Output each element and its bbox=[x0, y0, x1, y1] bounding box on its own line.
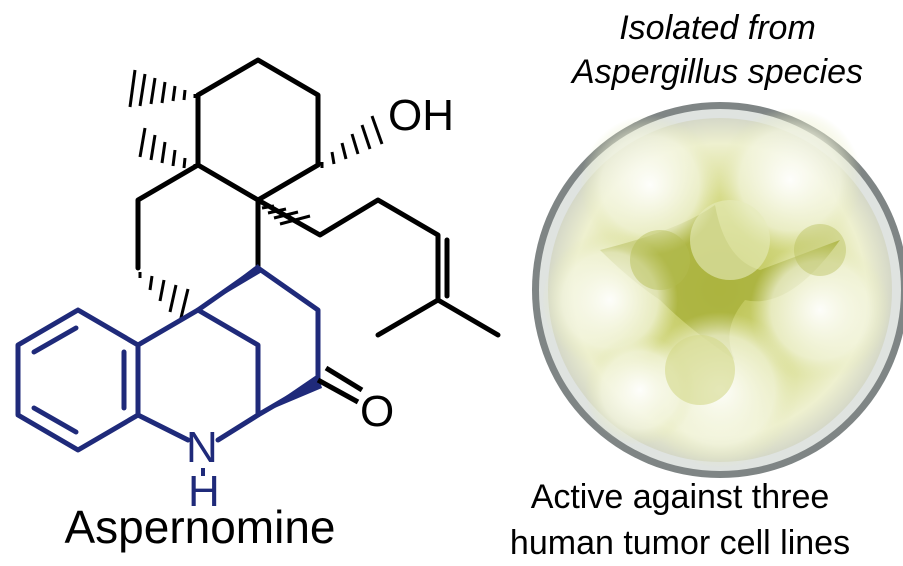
carbonyl-bond bbox=[316, 365, 364, 405]
solid-wedge-spiro bbox=[198, 264, 262, 310]
carbonyl-oxygen-label: O bbox=[360, 387, 394, 436]
source-caption: Isolated from Aspergillus species bbox=[520, 6, 903, 94]
hydroxyl-label: OH bbox=[388, 91, 454, 140]
source-line-2: Aspergillus species bbox=[571, 53, 864, 91]
hashed-wedges bbox=[128, 69, 384, 323]
source-line-1: Isolated from bbox=[619, 9, 816, 47]
solid-wedge-carbonyl bbox=[258, 374, 322, 415]
compound-name: Aspernomine bbox=[64, 501, 336, 553]
amine-nitrogen-label: N bbox=[186, 423, 218, 472]
activity-caption: Active against three human tumor cell li… bbox=[470, 474, 890, 566]
molecule-skeleton bbox=[135, 57, 501, 338]
quinoline-core bbox=[15, 265, 321, 453]
petri-dish-image bbox=[532, 102, 903, 478]
activity-line-1: Active against three bbox=[530, 478, 830, 516]
activity-line-2: human tumor cell lines bbox=[509, 524, 851, 562]
